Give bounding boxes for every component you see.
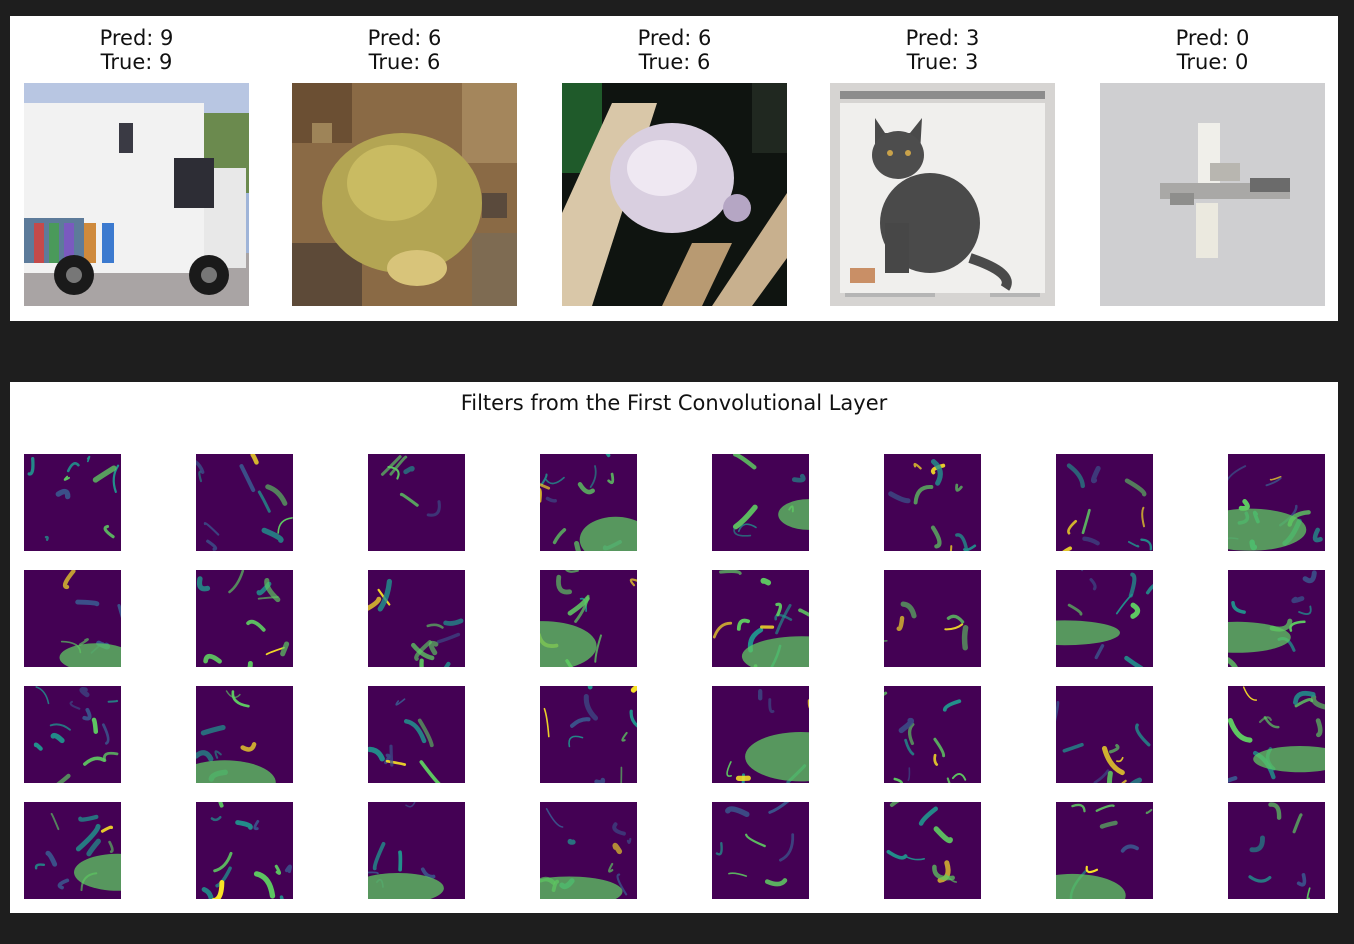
feature-map-15 [1056, 570, 1153, 667]
feature-map-4 [540, 454, 637, 551]
feature-map-24 [1228, 686, 1325, 783]
prediction-caption: Pred: 6 True: 6 [292, 26, 517, 74]
feature-map-8 [1228, 454, 1325, 551]
feature-map-31 [1056, 802, 1153, 899]
feature-map-18 [196, 686, 293, 783]
feature-map-20 [540, 686, 637, 783]
prediction-card-4: Pred: 3 True: 3 [830, 16, 1055, 321]
feature-map-3 [368, 454, 465, 551]
prediction-card-3: Pred: 6 True: 6 [562, 16, 787, 321]
filters-figure: Filters from the First Convolutional Lay… [10, 382, 1338, 913]
feature-map-13 [712, 570, 809, 667]
feature-map-1 [24, 454, 121, 551]
feature-map-10 [196, 570, 293, 667]
feature-map-25 [24, 802, 121, 899]
feature-map-30 [884, 802, 981, 899]
prediction-caption: Pred: 3 True: 3 [830, 26, 1055, 74]
prediction-caption: Pred: 9 True: 9 [24, 26, 249, 74]
frog-image [292, 83, 517, 306]
truck-image [24, 83, 249, 306]
feature-map-23 [1056, 686, 1153, 783]
feature-map-26 [196, 802, 293, 899]
feature-map-29 [712, 802, 809, 899]
true-label: True: 3 [906, 50, 979, 74]
pred-label: Pred: 3 [905, 26, 980, 50]
true-label: True: 6 [368, 50, 441, 74]
prediction-card-2: Pred: 6 True: 6 [292, 16, 517, 321]
feature-map-27 [368, 802, 465, 899]
feature-map-21 [712, 686, 809, 783]
feature-map-11 [368, 570, 465, 667]
prediction-card-1: Pred: 9 True: 9 [24, 16, 249, 321]
pred-label: Pred: 9 [99, 26, 174, 50]
feature-map-7 [1056, 454, 1153, 551]
predictions-figure: Pred: 9 True: 9 [10, 16, 1338, 321]
feature-map-16 [1228, 570, 1325, 667]
feature-map-32 [1228, 802, 1325, 899]
pred-label: Pred: 0 [1175, 26, 1250, 50]
prediction-caption: Pred: 0 True: 0 [1100, 26, 1325, 74]
feature-map-6 [884, 454, 981, 551]
prediction-card-5: Pred: 0 True: 0 [1100, 16, 1325, 321]
prediction-caption: Pred: 6 True: 6 [562, 26, 787, 74]
feature-map-9 [24, 570, 121, 667]
true-label: True: 0 [1176, 50, 1249, 74]
pred-label: Pred: 6 [637, 26, 712, 50]
true-label: True: 6 [638, 50, 711, 74]
true-label: True: 9 [100, 50, 173, 74]
feature-map-17 [24, 686, 121, 783]
pred-label: Pred: 6 [367, 26, 442, 50]
airplane-image [1100, 83, 1325, 306]
feature-map-28 [540, 802, 637, 899]
figure-title: Filters from the First Convolutional Lay… [460, 391, 888, 415]
feature-map-22 [884, 686, 981, 783]
frog-closeup-image [562, 83, 787, 306]
feature-map-14 [884, 570, 981, 667]
feature-map-2 [196, 454, 293, 551]
feature-map-5 [712, 454, 809, 551]
feature-map-19 [368, 686, 465, 783]
feature-map-12 [540, 570, 637, 667]
cat-image [830, 83, 1055, 306]
